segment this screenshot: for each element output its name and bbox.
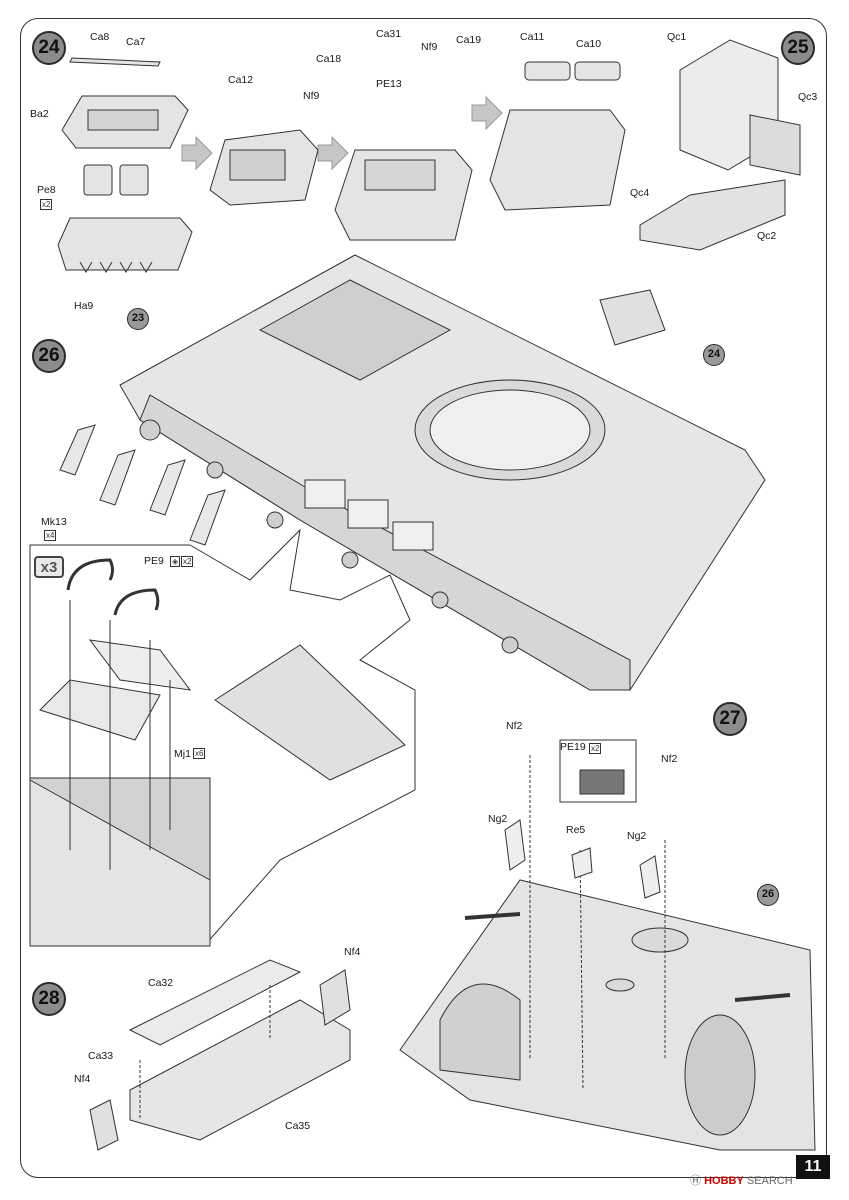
label-pe13: PE13 xyxy=(376,78,402,90)
label-nf4-top: Nf4 xyxy=(344,946,361,958)
label-pe9: PE9 xyxy=(144,555,164,567)
label-ca33: Ca33 xyxy=(88,1050,114,1062)
label-ng2-right: Ng2 xyxy=(627,830,647,842)
label-qc1: Qc1 xyxy=(667,31,687,43)
label-pe8: Pe8 xyxy=(37,184,56,196)
label-ca18: Ca18 xyxy=(316,53,342,65)
label-mk13: Mk13 xyxy=(41,516,67,528)
label-qc3: Qc3 xyxy=(798,91,818,103)
label-qc4: Qc4 xyxy=(630,187,650,199)
label-nf4-bottom: Nf4 xyxy=(74,1073,91,1085)
label-nf2-left: Nf2 xyxy=(506,720,523,732)
step-number-28: 28 xyxy=(32,982,66,1016)
label-ca31: Ca31 xyxy=(376,28,402,40)
label-ca7: Ca7 xyxy=(126,36,146,48)
step26-hull xyxy=(29,254,766,946)
label-ng2-left: Ng2 xyxy=(488,813,508,825)
ref-step-26: 26 xyxy=(757,884,779,906)
label-nf9-left: Nf9 xyxy=(303,90,320,102)
watermark: Ⓗ HOBBY SEARCH xyxy=(690,1172,793,1188)
watermark-logo-icon: Ⓗ xyxy=(690,1175,705,1187)
label-re5: Re5 xyxy=(566,824,586,836)
label-ca12: Ca12 xyxy=(228,74,254,86)
label-ca32: Ca32 xyxy=(148,977,174,989)
label-ba2: Ba2 xyxy=(30,108,49,120)
ref-step-23: 23 xyxy=(127,308,149,330)
step28-drawing xyxy=(89,959,351,1151)
step24-drawing xyxy=(57,57,626,273)
label-ha9: Ha9 xyxy=(74,300,94,312)
label-ca35: Ca35 xyxy=(285,1120,311,1132)
qty-pe9: x2 xyxy=(181,556,194,567)
label-ca10: Ca10 xyxy=(576,38,602,50)
ref-step-24: 24 xyxy=(703,344,725,366)
label-ca8: Ca8 xyxy=(90,31,110,43)
step-number-26: 26 xyxy=(32,339,66,373)
label-pe19: PE19 xyxy=(560,741,586,753)
step-number-24: 24 xyxy=(32,31,66,65)
step-number-25: 25 xyxy=(781,31,815,65)
qty-pe8: x2 xyxy=(40,199,53,210)
label-ca19: Ca19 xyxy=(456,34,482,46)
page-frame xyxy=(20,18,827,1178)
label-qc2: Qc2 xyxy=(757,230,777,242)
watermark-brand: HOBBY xyxy=(704,1175,744,1187)
step25-drawing xyxy=(639,39,801,251)
qty-mk13: x4 xyxy=(44,530,57,541)
multiplier-badge: x3 xyxy=(34,556,64,578)
label-ca11: Ca11 xyxy=(520,31,545,43)
page-number: 11 xyxy=(796,1155,830,1179)
step27-drawing xyxy=(399,739,816,1151)
watermark-rest: SEARCH xyxy=(743,1175,793,1187)
pe-photoetch-icon: ◈ xyxy=(170,556,181,567)
label-mj1: Mj1 xyxy=(174,748,191,760)
label-nf2-right: Nf2 xyxy=(661,753,678,765)
x3-inset xyxy=(29,558,406,947)
qty-mj1: x6 xyxy=(193,748,206,759)
label-nf9-right: Nf9 xyxy=(421,41,438,53)
step-number-27: 27 xyxy=(713,702,747,736)
qty-pe19: x2 xyxy=(589,743,602,754)
